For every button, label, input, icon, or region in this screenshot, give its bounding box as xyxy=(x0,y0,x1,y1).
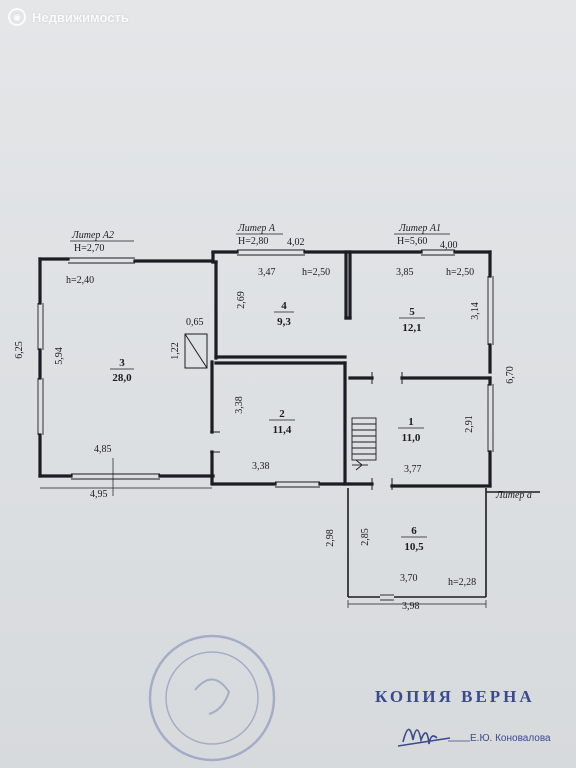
room-6: 6 10,5 xyxy=(401,525,427,553)
dim-3-38-horizontal: 3,38 xyxy=(252,461,270,472)
liter-a2-height: H=2,70 xyxy=(74,243,104,254)
porch-walls xyxy=(347,488,540,598)
room-2-area: 11,4 xyxy=(273,424,292,436)
dim-4-00: 4,00 xyxy=(440,240,458,251)
room-3-area: 28,0 xyxy=(112,372,132,384)
dim-6-25: 6,25 xyxy=(14,341,25,359)
dim-4-02: 4,02 xyxy=(287,237,305,248)
room-5-area: 12,1 xyxy=(402,322,421,334)
door-ticks xyxy=(210,372,403,490)
liter-a-height: H=2,80 xyxy=(238,236,268,247)
dim-4-95: 4,95 xyxy=(90,489,108,500)
liter-a2-label: Литер А2 xyxy=(71,230,114,241)
room-5: 5 12,1 xyxy=(399,306,425,334)
stove xyxy=(184,333,208,369)
room-6-height: h=2,28 xyxy=(448,577,476,588)
windows xyxy=(37,249,494,601)
dim-2-98: 2,98 xyxy=(325,529,336,547)
dimension-lines xyxy=(40,458,487,608)
room-5-height: h=2,50 xyxy=(446,267,474,278)
liter-a-small-label: Литер а xyxy=(495,490,532,501)
dim-3-38-vertical: 3,38 xyxy=(234,396,245,414)
watermark: ◉ Недвижимость xyxy=(8,8,129,26)
room-3-number: 3 xyxy=(119,357,125,369)
staircase xyxy=(351,417,377,471)
room-4-number: 4 xyxy=(281,300,287,312)
room-6-number: 6 xyxy=(411,525,417,537)
round-seal xyxy=(148,634,276,762)
dim-0-65: 0,65 xyxy=(186,317,204,328)
room-4: 4 9,3 xyxy=(274,300,294,328)
dim-1-22: 1,22 xyxy=(170,342,181,360)
liter-a1-label: Литер А1 xyxy=(398,223,441,234)
dim-6-70: 6,70 xyxy=(505,366,516,384)
dim-4-85: 4,85 xyxy=(94,444,112,455)
signature xyxy=(397,728,451,747)
room-3: 3 28,0 xyxy=(110,357,134,384)
room-4-height: h=2,50 xyxy=(302,267,330,278)
dim-3-14: 3,14 xyxy=(470,302,481,320)
room-6-area: 10,5 xyxy=(404,541,424,553)
room-3-height: h=2,40 xyxy=(66,275,94,286)
dim-3-85: 3,85 xyxy=(396,267,414,278)
dim-3-47: 3,47 xyxy=(258,267,276,278)
room-2: 2 11,4 xyxy=(269,408,295,436)
liter-a1-height: H=5,60 xyxy=(397,236,427,247)
walls xyxy=(38,250,492,488)
dim-2-69: 2,69 xyxy=(236,291,247,309)
dim-5-94: 5,94 xyxy=(54,347,65,365)
location-pin-icon: ◉ xyxy=(8,8,26,26)
room-4-area: 9,3 xyxy=(277,316,291,328)
room-1-number: 1 xyxy=(408,416,414,428)
room-2-number: 2 xyxy=(279,408,285,420)
dim-2-85: 2,85 xyxy=(360,528,371,546)
dim-3-98: 3,98 xyxy=(402,601,420,612)
dim-3-70: 3,70 xyxy=(400,573,418,584)
watermark-brand: Недвижимость xyxy=(32,9,129,25)
dim-2-91: 2,91 xyxy=(464,415,475,433)
room-5-number: 5 xyxy=(409,306,415,318)
dim-3-77: 3,77 xyxy=(404,464,422,475)
room-1-area: 11,0 xyxy=(402,432,421,444)
copy-verified-stamp: КОПИЯ ВЕРНА xyxy=(375,687,535,706)
signer-name: Е.Ю. Коновалова xyxy=(470,733,551,744)
room-1: 1 11,0 xyxy=(398,416,424,444)
liter-a-label: Литер А xyxy=(237,223,276,234)
